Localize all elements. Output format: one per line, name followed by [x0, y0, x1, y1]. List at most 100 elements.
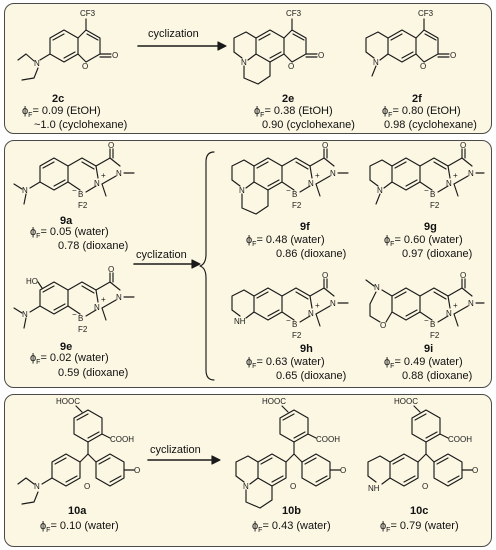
qy-9f-1: ϕF= 0.48 (water): [246, 234, 325, 249]
label-2f: 2f: [412, 93, 422, 105]
boron: B: [430, 190, 435, 199]
hooc-label: HOOC: [262, 397, 286, 406]
carbonyl-o: O: [134, 466, 140, 475]
amine-n: N: [243, 482, 249, 491]
carbonyl-o: O: [322, 141, 328, 150]
structure-9e: HO B − F2 N + O N N: [13, 265, 135, 334]
structure-9i: B − F2 N + O N N O: [365, 271, 485, 340]
label-10b: 10b: [282, 505, 301, 517]
carbonyl-o: O: [112, 51, 118, 60]
ring-o: O: [288, 62, 294, 71]
carbonyl-o: O: [322, 271, 328, 280]
xanthene-o: O: [290, 482, 296, 491]
boron-charge: −: [424, 316, 429, 325]
carbonyl-o: O: [340, 466, 346, 475]
ring-o: O: [420, 62, 426, 71]
ring-o: O: [82, 62, 88, 71]
imine-n: N: [308, 179, 314, 188]
qy-9a-2: 0.78 (dioxane): [58, 240, 129, 252]
cooh-label: COOH: [316, 435, 340, 444]
amine-nh: NH: [234, 317, 246, 326]
boron-charge: −: [72, 186, 77, 195]
amine-n: N: [34, 59, 40, 68]
imine-n: N: [446, 179, 452, 188]
amine-n: N: [22, 310, 28, 319]
panel-coumarins: [4, 3, 492, 134]
n-charge: +: [453, 301, 458, 310]
panel-rhodamines: [4, 394, 492, 547]
qy-2f-1: ϕF= 0.80 (EtOH): [382, 105, 461, 120]
amide-n: N: [330, 299, 336, 308]
amine-n: N: [239, 186, 245, 195]
boron: B: [78, 314, 83, 323]
hydroxyl: HO: [26, 277, 38, 286]
qy-9h-2: 0.65 (dioxane): [276, 370, 347, 382]
xanthene-o: O: [422, 482, 428, 491]
fluorines: F2: [430, 331, 440, 340]
arrow-label-2: cyclization: [136, 249, 187, 261]
boron: B: [292, 320, 297, 329]
qy-2c-1: ϕF= 0.09 (EtOH): [22, 105, 101, 120]
qy-10c-1: ϕF= 0.79 (water): [380, 520, 459, 535]
qy-9a-1: ϕF= 0.05 (water): [30, 226, 109, 241]
fluorines: F2: [78, 325, 88, 334]
arrow-2: [133, 259, 201, 269]
amine-n: N: [34, 482, 40, 491]
label-9a: 9a: [60, 215, 73, 227]
label-2c: 2c: [52, 93, 65, 105]
structure-9g: B − F2 N + O N N: [369, 141, 485, 210]
n-charge: +: [315, 301, 320, 310]
qy-2e-1: ϕF= 0.38 (EtOH): [254, 105, 333, 120]
cooh-label: COOH: [110, 435, 134, 444]
carbonyl-o: O: [460, 141, 466, 150]
carbonyl-o: O: [108, 265, 114, 274]
structure-2c: CF3 O O N: [17, 9, 118, 81]
qy-9g-2: 0.97 (dioxane): [402, 248, 473, 260]
label-9e: 9e: [60, 341, 73, 353]
qy-9i-1: ϕF= 0.49 (water): [384, 356, 463, 371]
xanthene-o: O: [84, 482, 90, 491]
amide-n: N: [116, 169, 122, 178]
carbonyl-o: O: [472, 466, 478, 475]
qy-9i-2: 0.88 (dioxane): [402, 370, 473, 382]
amine-n: N: [22, 186, 28, 195]
boron: B: [430, 320, 435, 329]
qy-2f-2: 0.98 (cyclohexane): [384, 119, 477, 131]
n-charge: +: [101, 171, 106, 180]
carbonyl-o: O: [318, 51, 324, 60]
structure-2e: CF3 O O N: [233, 9, 324, 85]
amide-n: N: [330, 169, 336, 178]
cooh-label: COOH: [448, 435, 472, 444]
amine-n: N: [374, 283, 380, 292]
qy-9f-2: 0.86 (dioxane): [276, 248, 347, 260]
cf3-label: CF3: [418, 9, 434, 18]
hooc-label: HOOC: [56, 397, 80, 406]
amide-n: N: [468, 299, 474, 308]
morpholine-o: O: [380, 321, 386, 330]
n-charge: +: [101, 295, 106, 304]
carbonyl-o: O: [108, 141, 114, 150]
qy-9e-2: 0.59 (dioxane): [58, 367, 129, 379]
qy-2e-2: 0.90 (cyclohexane): [262, 119, 355, 131]
boron: B: [292, 190, 297, 199]
boron: B: [78, 190, 83, 199]
amine-nh: NH: [368, 484, 380, 493]
boron-charge: −: [286, 186, 291, 195]
label-9h: 9h: [300, 343, 313, 355]
cf3-label: CF3: [80, 9, 96, 18]
carbonyl-o: O: [460, 271, 466, 280]
qy-10b-1: ϕF= 0.43 (water): [252, 520, 331, 535]
structure-10b: HOOC COOH O O N: [235, 397, 346, 509]
imine-n: N: [94, 179, 100, 188]
imine-n: N: [94, 303, 100, 312]
qy-10a-1: ϕF= 0.10 (water): [40, 520, 119, 535]
structure-9h: B − F2 N + O N NH: [231, 271, 349, 340]
amine-n: N: [241, 58, 247, 67]
structure-9f: B − F2 N + O N N: [231, 141, 349, 215]
label-9f: 9f: [300, 221, 310, 233]
cf3-label: CF3: [286, 9, 302, 18]
structure-10a: HOOC COOH O O N: [17, 397, 140, 505]
structure-2f: CF3 O O N: [365, 9, 456, 77]
arrow-1: [137, 41, 227, 51]
qy-9h-1: ϕF= 0.63 (water): [246, 356, 325, 371]
